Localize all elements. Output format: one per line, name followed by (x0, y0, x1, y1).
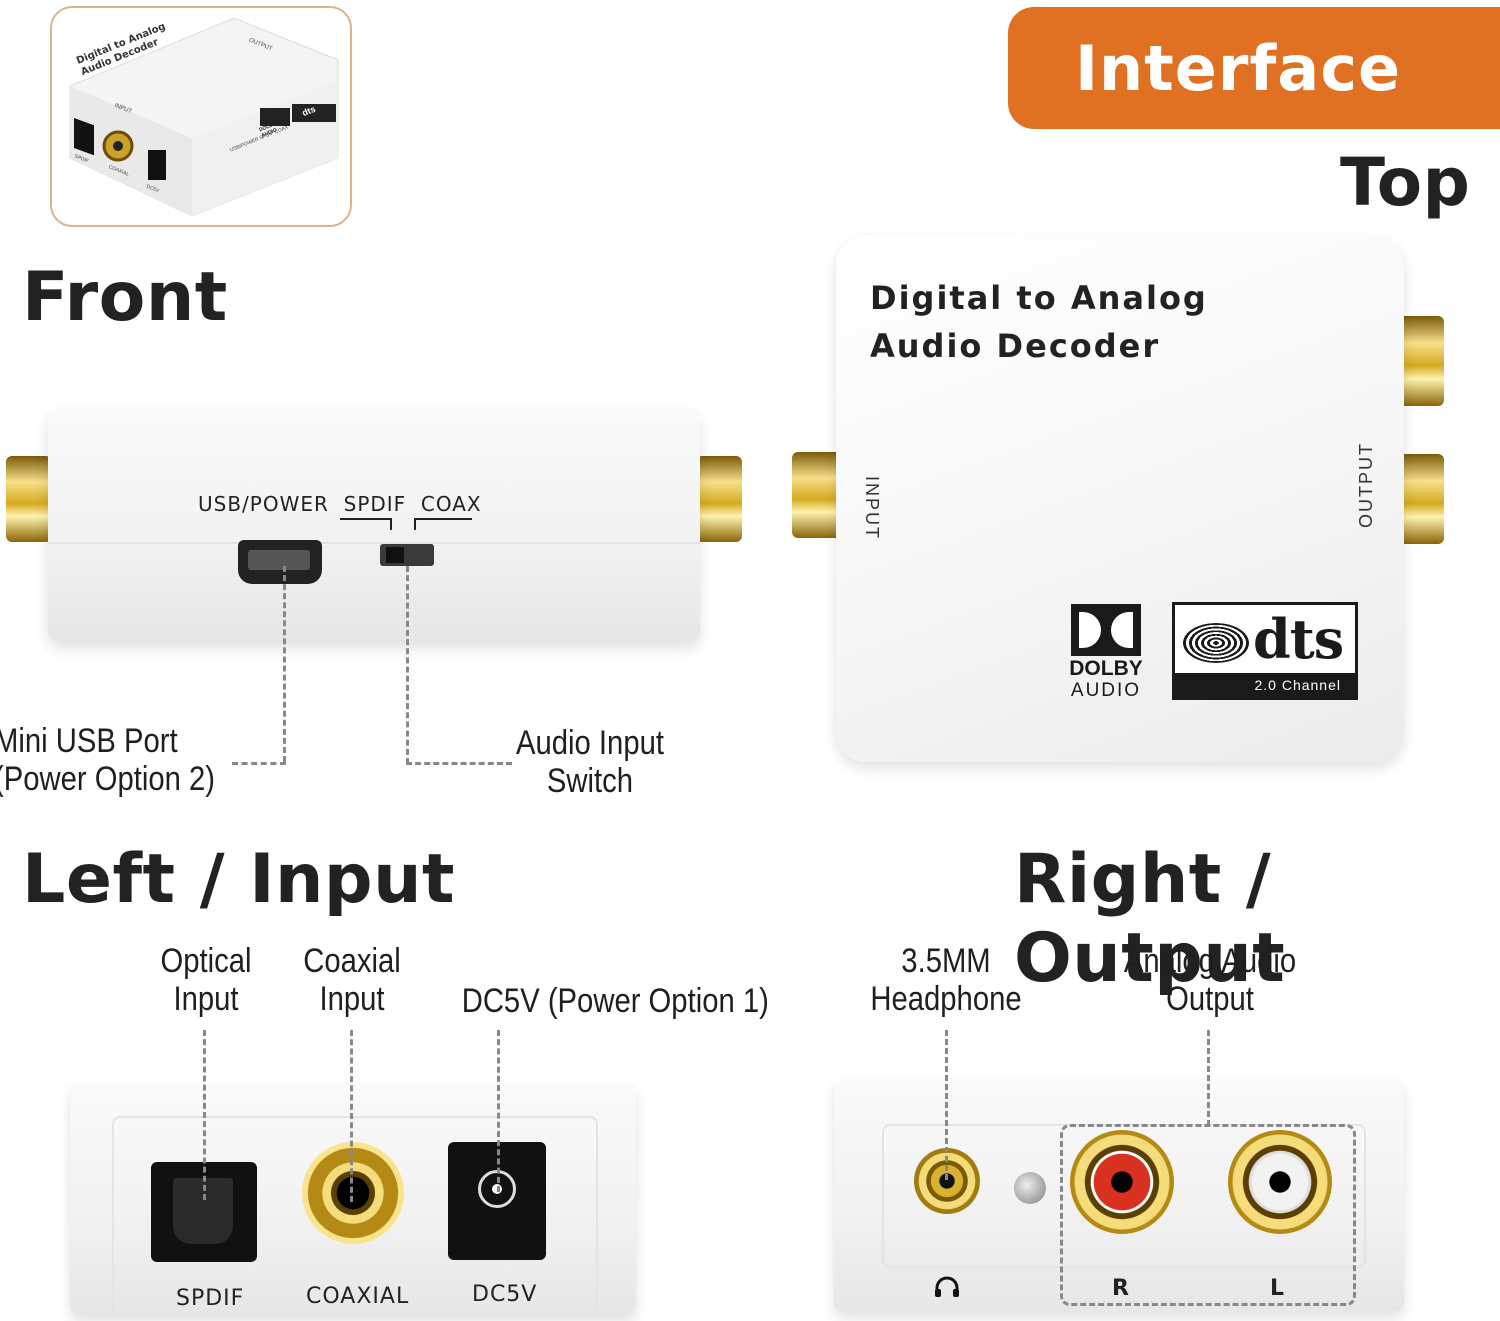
status-led (1014, 1172, 1046, 1204)
dolby-audio-logo: DOLBY AUDIO (1066, 604, 1146, 702)
top-title-line2: Audio Decoder (870, 327, 1161, 365)
spdif-port-label: SPDIF (176, 1286, 245, 1311)
mini-usb-port (238, 540, 322, 584)
top-input-label: INPUT (862, 476, 882, 540)
dc-callout-label: DC5V (Power Option 1) (461, 982, 769, 1020)
analog-callout-line1: Analog Audio (1123, 942, 1297, 980)
rca-left-jack-white (1228, 1130, 1332, 1234)
dts-channel-text: 2.0 Channel (1254, 677, 1341, 693)
dolby-audio-text: AUDIO (1070, 680, 1142, 701)
front-view: USB/POWER SPDIF COAX (0, 400, 760, 660)
front-right-rca-plug (696, 456, 742, 542)
optical-callout-line2: Input (173, 980, 239, 1018)
headphone-icon (934, 1276, 960, 1298)
top-view: Digital to Analog Audio Decoder INPUT OU… (780, 230, 1480, 790)
thumbnail-preview: Digital to Analog Audio Decoder OUTPUT I… (50, 6, 352, 227)
heading-right-output: Right / Output (1014, 840, 1286, 998)
rca-right-label: R (1112, 1276, 1130, 1301)
front-switch-bracket-right (414, 518, 472, 530)
analog-callout-label: Analog Audio Output (1115, 942, 1304, 1018)
front-switch-bracket-left (340, 518, 392, 530)
headphone-callout-line2: Headphone (870, 980, 1022, 1018)
switch-callout-line-h (406, 762, 512, 765)
thumbnail-device (69, 17, 339, 217)
coaxial-callout-line2: Input (319, 980, 385, 1018)
top-output-label: OUTPUT (1356, 442, 1376, 528)
front-device-seam (48, 542, 700, 544)
front-device-body (48, 410, 700, 642)
headphone-callout-line1: 3.5MM (901, 942, 991, 980)
dts-logo: dts 2.0 Channel (1172, 602, 1358, 700)
top-device-title: Digital to Analog Audio Decoder (870, 274, 1208, 370)
rca-right-jack-red (1070, 1130, 1174, 1234)
coaxial-callout-line1: Coaxial (303, 942, 401, 980)
optical-callout-line (203, 1030, 206, 1200)
dts-channel-bar: 2.0 Channel (1175, 673, 1355, 697)
coaxial-callout-line (350, 1030, 353, 1202)
front-port-labels: USB/POWER SPDIF COAX (198, 492, 482, 516)
heading-left-input: Left / Input (22, 840, 456, 919)
analog-callout-line2: Output (1166, 980, 1254, 1018)
dc-callout-line (497, 1030, 500, 1192)
dts-swirl-icon (1183, 623, 1249, 663)
interface-badge-label: Interface (1074, 31, 1402, 105)
dts-text: dts (1253, 607, 1344, 671)
top-title-line1: Digital to Analog (870, 279, 1208, 317)
heading-front: Front (22, 258, 228, 337)
analog-output-dashed-frame (1060, 1124, 1356, 1306)
headphone-callout-label: 3.5MM Headphone (869, 942, 1024, 1018)
usb-callout-line2: (Power Option 2) (0, 760, 216, 798)
dc5v-port-label: DC5V (472, 1282, 538, 1307)
optical-callout-line1: Optical (160, 942, 252, 980)
switch-callout-line1: Audio Input (516, 724, 664, 762)
coaxial-rca-jack (302, 1142, 404, 1244)
switch-callout-label: Audio Input Switch (495, 724, 684, 800)
switch-callout-line-v (406, 566, 409, 764)
interface-badge: Interface (1008, 7, 1500, 129)
optical-callout-label: Optical Input (146, 942, 266, 1018)
switch-callout-line2: Switch (546, 762, 634, 800)
coaxial-callout-label: Coaxial Input (292, 942, 412, 1018)
coaxial-port-label: COAXIAL (306, 1284, 410, 1309)
left-device-panel (112, 1116, 598, 1314)
analog-callout-line (1207, 1030, 1210, 1126)
usb-callout-line-v (283, 566, 286, 762)
dolby-double-d-icon (1071, 604, 1141, 656)
usb-callout-line-h (232, 762, 286, 765)
audio-input-switch (380, 544, 434, 566)
usb-callout-line1: Mini USB Port (0, 722, 178, 760)
dolby-text: DOLBY (1069, 657, 1143, 680)
heading-top: Top (1340, 144, 1471, 221)
headphone-callout-line (945, 1030, 948, 1180)
rca-left-label: L (1270, 1276, 1286, 1301)
front-left-rca-plug (6, 456, 52, 542)
usb-callout-label: Mini USB Port (Power Option 2) (0, 722, 216, 798)
